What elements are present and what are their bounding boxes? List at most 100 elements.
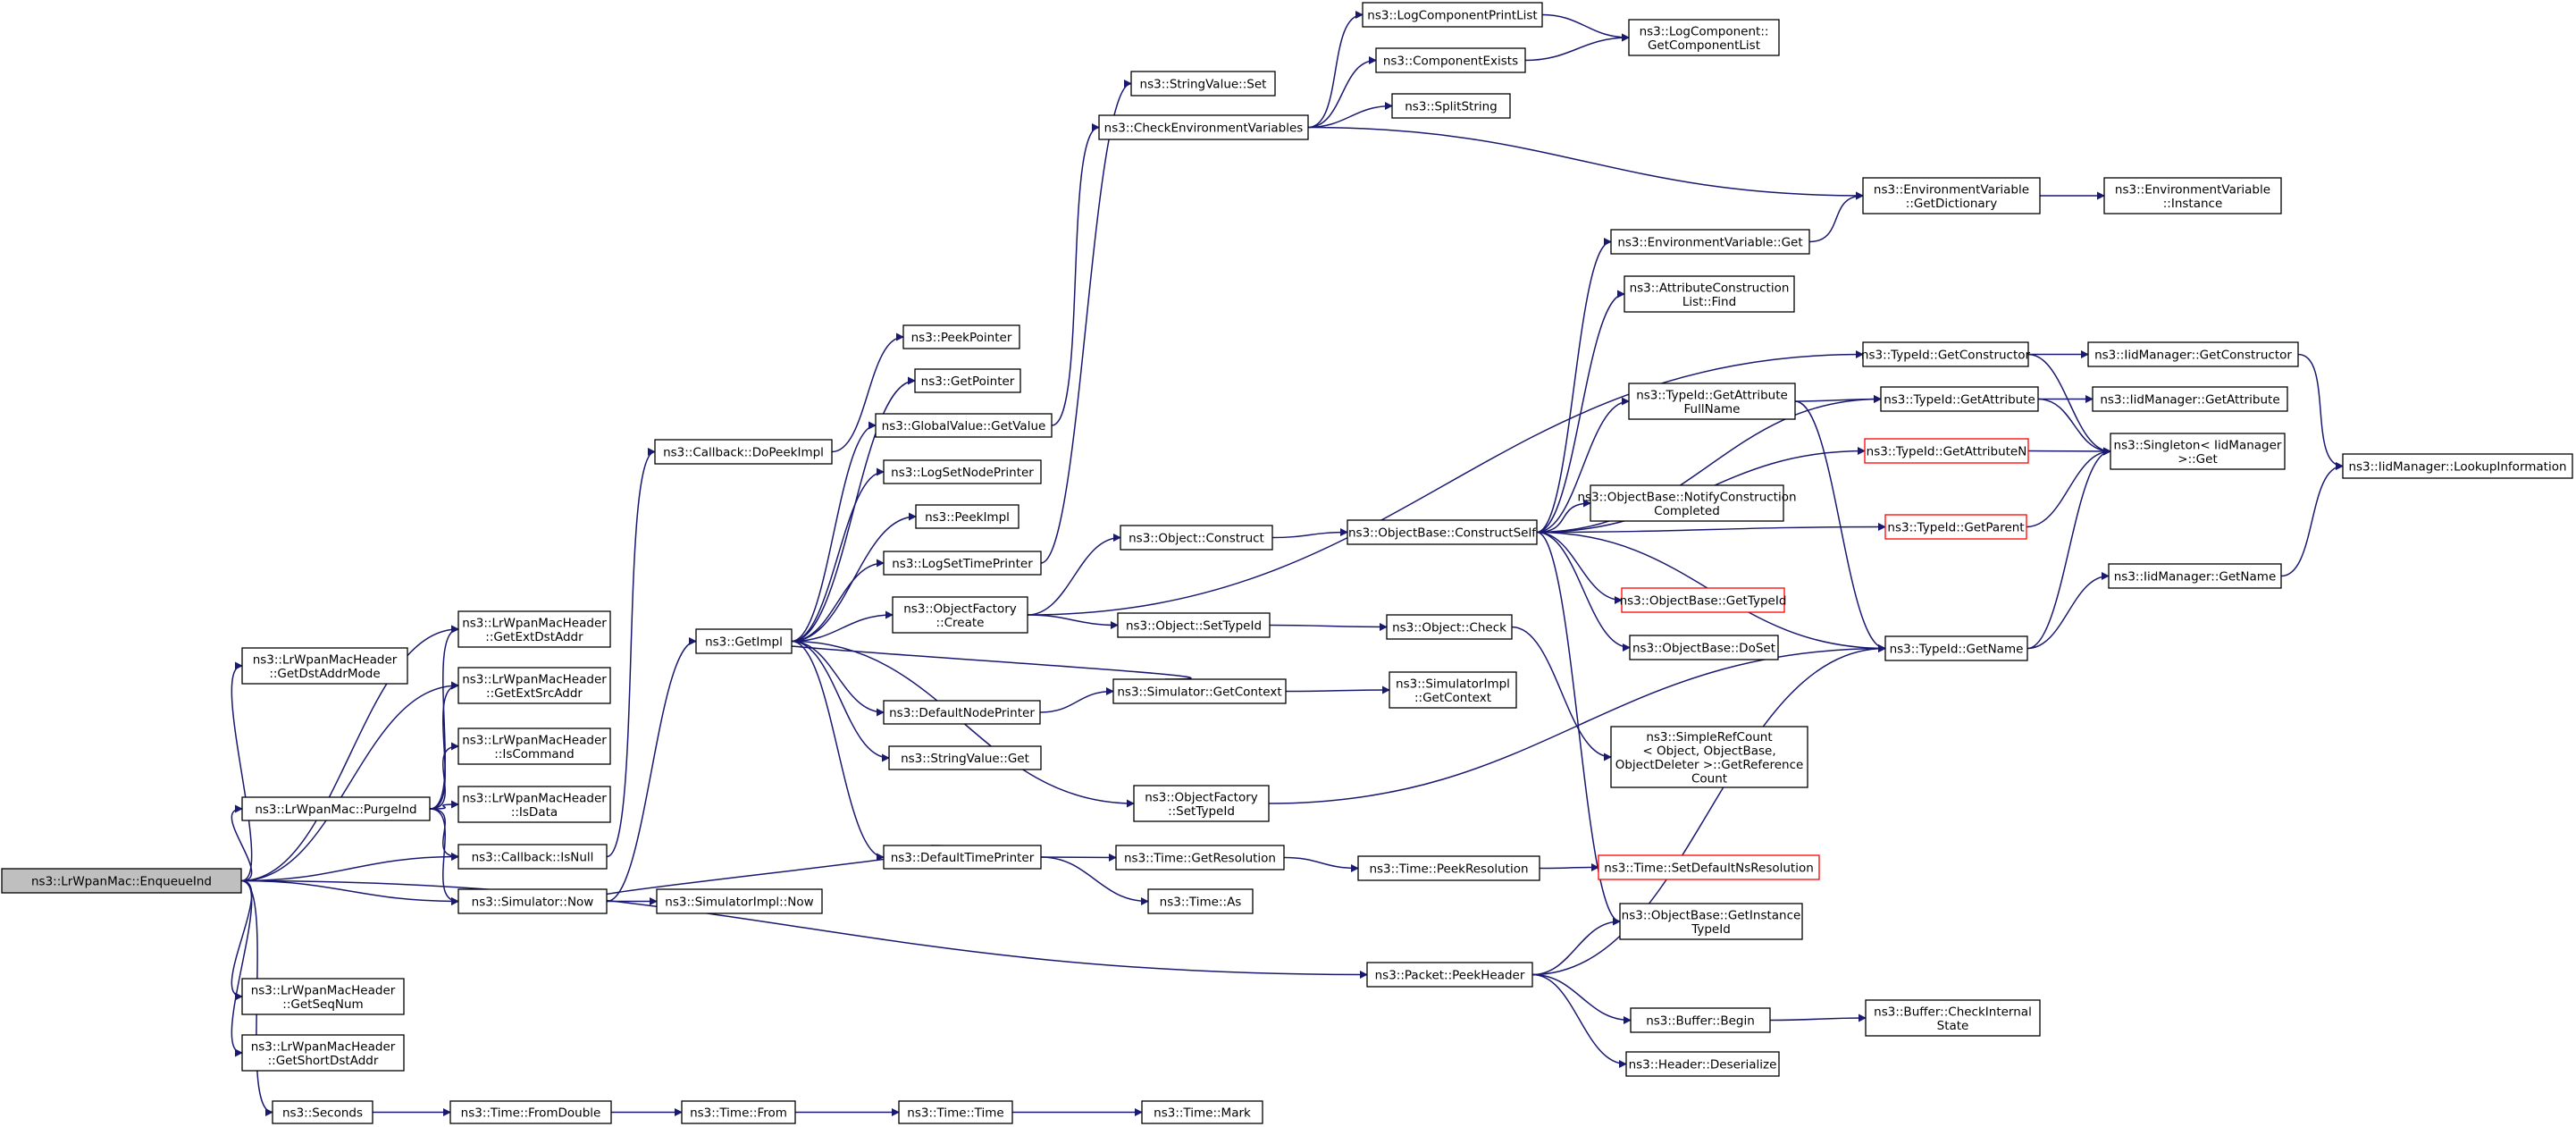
- node-getExtDstAddr[interactable]: ns3::LrWpanMacHeader::GetExtDstAddr: [457, 610, 611, 648]
- node-packetPeek[interactable]: ns3::Packet::PeekHeader: [1366, 962, 1533, 988]
- node-splitString[interactable]: ns3::SplitString: [1391, 93, 1511, 119]
- node-seconds[interactable]: ns3::Seconds: [272, 1100, 373, 1124]
- node-label: ns3::ObjectFactory: [1145, 790, 1258, 804]
- node-isData[interactable]: ns3::LrWpanMacHeader::IsData: [457, 786, 611, 823]
- node-label: ns3::Buffer::CheckInternal: [1874, 1005, 2032, 1019]
- node-timeAs[interactable]: ns3::Time::As: [1147, 888, 1254, 914]
- node-envGetDict[interactable]: ns3::EnvironmentVariable::GetDictionary: [1862, 177, 2041, 214]
- node-label: TypeId: [1691, 922, 1731, 937]
- node-svGet[interactable]: ns3::StringValue::Get: [888, 745, 1042, 770]
- node-singletonGet[interactable]: ns3::Singleton< IidManager>::Get: [2110, 433, 2286, 470]
- node-timeSetDef[interactable]: ns3::Time::SetDefaultNsResolution: [1598, 854, 1820, 880]
- node-box: [1366, 962, 1533, 988]
- node-simpleRef[interactable]: ns3::SimpleRefCount< Object, ObjectBase,…: [1610, 726, 1808, 788]
- edge-enq-to-getExtSrcAddr: [240, 681, 459, 882]
- node-logCompGet[interactable]: ns3::LogComponent::GetComponentList: [1628, 19, 1780, 56]
- node-checkEnv[interactable]: ns3::CheckEnvironmentVariables: [1098, 114, 1309, 140]
- node-getDstAddrMode[interactable]: ns3::LrWpanMacHeader::GetDstAddrMode: [241, 647, 408, 685]
- node-getPointer[interactable]: ns3::GetPointer: [914, 368, 1021, 393]
- node-obConstructSelf[interactable]: ns3::ObjectBase::ConstructSelf: [1347, 519, 1538, 545]
- node-obDoSet[interactable]: ns3::ObjectBase::DoSet: [1629, 635, 1779, 660]
- node-logCompPrint[interactable]: ns3::LogComponentPrintList: [1362, 2, 1543, 28]
- node-objCheck[interactable]: ns3::Object::Check: [1386, 614, 1513, 640]
- node-label: ns3::LogSetNodePrinter: [891, 466, 1034, 480]
- node-peekPointer[interactable]: ns3::PeekPointer: [902, 324, 1020, 349]
- node-timeGetRes[interactable]: ns3::Time::GetResolution: [1115, 845, 1285, 870]
- node-iidGetCtor[interactable]: ns3::IidManager::GetConstructor: [2087, 341, 2299, 367]
- edge-tidGetParent-to-singletonGet: [2026, 447, 2111, 528]
- node-box: [654, 439, 833, 465]
- node-compExists[interactable]: ns3::ComponentExists: [1375, 47, 1526, 73]
- node-bufBegin[interactable]: ns3::Buffer::Begin: [1630, 1007, 1771, 1033]
- node-box: [902, 324, 1020, 349]
- node-getExtSrcAddr[interactable]: ns3::LrWpanMacHeader::GetExtSrcAddr: [457, 667, 611, 704]
- edge-obConstructSelf-to-tidGetAttrFull: [1536, 397, 1630, 534]
- node-objConstruct[interactable]: ns3::Object::Construct: [1120, 525, 1273, 551]
- node-getImpl[interactable]: ns3::GetImpl: [695, 628, 793, 654]
- node-timeTime[interactable]: ns3::Time::Time: [898, 1100, 1013, 1124]
- node-logSetNode[interactable]: ns3::LogSetNodePrinter: [883, 459, 1042, 484]
- node-defTimePr[interactable]: ns3::DefaultTimePrinter: [883, 845, 1042, 870]
- node-box: [1347, 519, 1538, 545]
- node-cbIsNull[interactable]: ns3::Callback::IsNull: [457, 844, 608, 870]
- node-obGetTypeId[interactable]: ns3::ObjectBase::GetTypeId: [1620, 587, 1787, 613]
- node-isCommand[interactable]: ns3::LrWpanMacHeader::IsCommand: [457, 728, 611, 765]
- node-ofSetTypeId[interactable]: ns3::ObjectFactory::SetTypeId: [1133, 785, 1270, 822]
- node-box: [1619, 903, 1803, 940]
- node-box: [1880, 386, 2039, 412]
- node-tidGetAttrN[interactable]: ns3::TypeId::GetAttributeN: [1864, 438, 2029, 464]
- edge-logSetTime-to-svSet: [1040, 80, 1132, 564]
- node-enq[interactable]: ns3::LrWpanMac::EnqueueInd: [1, 868, 242, 894]
- node-label: ns3::Time::From: [690, 1106, 787, 1121]
- node-label: ns3::Time::FromDouble: [461, 1106, 601, 1121]
- node-label: ns3::TypeId::GetName: [1890, 643, 2024, 657]
- node-label: ns3::TypeId::GetParent: [1887, 521, 2024, 535]
- node-logSetTime[interactable]: ns3::LogSetTimePrinter: [883, 551, 1042, 576]
- node-box: [898, 1100, 1013, 1124]
- node-peekImpl[interactable]: ns3::PeekImpl: [915, 504, 1019, 529]
- node-label: ns3::LrWpanMacHeader: [462, 733, 607, 747]
- node-envGet[interactable]: ns3::EnvironmentVariable::Get: [1610, 229, 1810, 255]
- node-label: ObjectDeleter >::GetReference: [1615, 758, 1804, 772]
- node-getSeqNum[interactable]: ns3::LrWpanMacHeader::GetSeqNum: [241, 978, 405, 1015]
- node-tidGetName[interactable]: ns3::TypeId::GetName: [1884, 635, 2028, 661]
- node-iidGetAttr[interactable]: ns3::IidManager::GetAttribute: [2092, 386, 2288, 412]
- node-svSet[interactable]: ns3::StringValue::Set: [1130, 71, 1276, 97]
- node-box: [883, 700, 1041, 725]
- node-label: ns3::ObjectFactory: [903, 601, 1017, 616]
- node-hdrDeser[interactable]: ns3::Header::Deserialize: [1625, 1051, 1780, 1077]
- node-label: ::GetSeqNum: [282, 997, 363, 1012]
- node-fromDouble[interactable]: ns3::Time::FromDouble: [449, 1100, 612, 1124]
- node-gvGetValue[interactable]: ns3::GlobalValue::GetValue: [875, 413, 1053, 438]
- node-box: [883, 845, 1042, 870]
- node-iidLookup[interactable]: ns3::IidManager::LookupInformation: [2342, 453, 2573, 479]
- node-getShortDstAddr[interactable]: ns3::LrWpanMacHeader::GetShortDstAddr: [241, 1034, 405, 1072]
- node-from[interactable]: ns3::Time::From: [681, 1100, 796, 1124]
- node-timePeekRes[interactable]: ns3::Time::PeekResolution: [1357, 855, 1540, 881]
- node-label: ns3::ObjectBase::ConstructSelf: [1348, 526, 1537, 541]
- node-ofCreate[interactable]: ns3::ObjectFactory::Create: [892, 596, 1028, 634]
- node-envInstance[interactable]: ns3::EnvironmentVariable::Instance: [2103, 177, 2282, 214]
- node-mark[interactable]: ns3::Time::Mark: [1141, 1100, 1263, 1124]
- node-iidGetName[interactable]: ns3::IidManager::GetName: [2108, 563, 2282, 589]
- node-objSetTypeId[interactable]: ns3::Object::SetTypeId: [1117, 612, 1271, 638]
- node-obNotify[interactable]: ns3::ObjectBase::NotifyConstructionCompl…: [1577, 484, 1797, 522]
- node-simGetCtx[interactable]: ns3::Simulator::GetContext: [1112, 678, 1287, 704]
- node-purgeInd[interactable]: ns3::LrWpanMac::PurgeInd: [241, 796, 431, 821]
- node-tidGetAttr[interactable]: ns3::TypeId::GetAttribute: [1880, 386, 2039, 412]
- node-simNow[interactable]: ns3::Simulator::Now: [457, 888, 608, 914]
- node-simImplGetCtx[interactable]: ns3::SimulatorImpl::GetContext: [1389, 671, 1517, 709]
- node-tidGetCtor[interactable]: ns3::TypeId::GetConstructor: [1861, 341, 2031, 367]
- node-tidGetParent[interactable]: ns3::TypeId::GetParent: [1884, 514, 2027, 540]
- node-label: ns3::IidManager::GetAttribute: [2100, 393, 2279, 408]
- edge-checkEnv-to-compExists: [1307, 56, 1377, 129]
- node-cbDoPeek[interactable]: ns3::Callback::DoPeekImpl: [654, 439, 833, 465]
- node-box: [892, 596, 1028, 634]
- node-box: [1147, 888, 1254, 914]
- node-defNodePr[interactable]: ns3::DefaultNodePrinter: [883, 700, 1041, 725]
- node-simImplNow[interactable]: ns3::SimulatorImpl::Now: [656, 888, 823, 914]
